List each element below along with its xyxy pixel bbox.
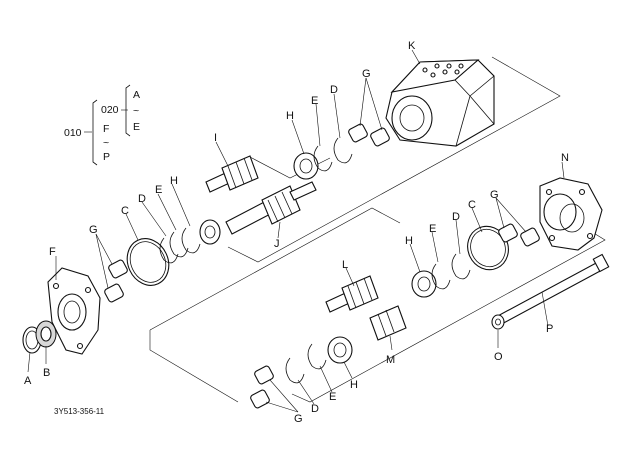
label-d-top: D — [330, 84, 338, 96]
code-outer-f: F — [103, 123, 109, 135]
code-outer-tilde: ~ — [103, 137, 109, 149]
label-k: K — [408, 40, 416, 52]
drive-shaft-j — [225, 181, 317, 235]
label-l: L — [342, 259, 348, 271]
label-d-bottom: D — [311, 403, 319, 415]
code-inner-e: E — [133, 121, 140, 133]
bushing-g-top — [348, 123, 390, 147]
cover-n — [539, 177, 603, 251]
shaft-m — [369, 305, 407, 341]
label-a: A — [24, 375, 32, 387]
label-m: M — [386, 354, 395, 366]
label-e-left: E — [155, 184, 162, 196]
code-020: 020 — [101, 104, 119, 116]
label-b: B — [43, 367, 50, 379]
seal-group-lower-right — [411, 223, 540, 298]
label-h-bottom: H — [350, 379, 358, 391]
seal-group-rear-bottom — [285, 336, 353, 384]
label-h-right: H — [405, 235, 413, 247]
figure-number: 3Y513-356-11 — [54, 407, 105, 416]
label-e-right: E — [429, 223, 436, 235]
label-g-bottom: G — [294, 413, 303, 425]
label-p: P — [546, 323, 553, 335]
leader-lines — [27, 49, 565, 413]
part-labels: K G D E H I H E D C G J F A B N G C D E … — [24, 40, 569, 425]
label-d-right: D — [452, 211, 460, 223]
label-f: F — [49, 246, 56, 258]
label-i: I — [214, 132, 217, 144]
washer-o — [491, 314, 505, 330]
label-h-left: H — [170, 175, 178, 187]
gear-l — [325, 275, 379, 313]
label-d-left: D — [138, 193, 146, 205]
label-e-bottom: E — [329, 391, 336, 403]
label-g-right: G — [490, 189, 499, 201]
label-o: O — [494, 351, 503, 363]
label-e-top: E — [311, 95, 318, 107]
oil-seal-b — [35, 320, 57, 348]
bushing-g-front — [104, 259, 128, 303]
code-010: 010 — [64, 127, 82, 139]
code-outer-p: P — [103, 151, 110, 163]
seal-group-rear-top — [293, 137, 353, 180]
bushing-g-bottom — [250, 365, 274, 409]
label-j: J — [274, 238, 280, 250]
label-h-top: H — [286, 110, 294, 122]
label-g-left: G — [89, 224, 98, 236]
label-g-top: G — [362, 68, 371, 80]
label-n: N — [561, 152, 569, 164]
seal-group-front — [159, 219, 221, 264]
code-inner-tilde: ~ — [133, 105, 139, 117]
gear-i — [205, 155, 259, 193]
bolt-p — [493, 253, 610, 327]
code-block: 010 020 A ~ E F ~ P — [64, 84, 140, 166]
assembly-lines — [149, 56, 606, 403]
label-c-right: C — [468, 199, 476, 211]
o-ring-c-front — [126, 238, 170, 286]
pump-housing-k — [385, 59, 495, 147]
label-c-left: C — [121, 205, 129, 217]
code-inner-a: A — [133, 89, 140, 101]
cover-f — [47, 267, 101, 355]
